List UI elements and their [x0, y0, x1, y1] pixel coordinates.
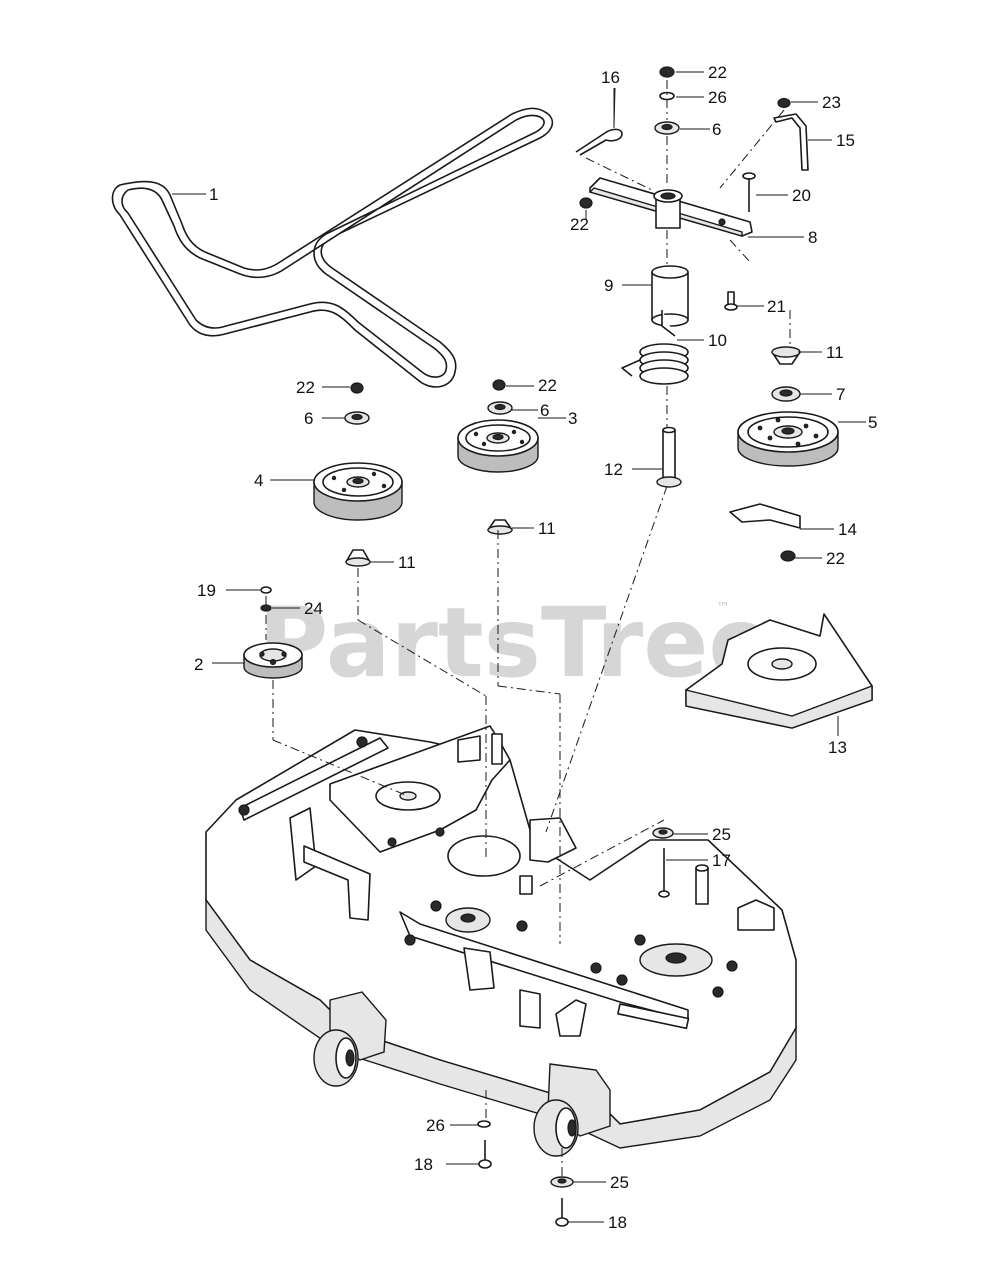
part-10-spring[interactable]: [621, 310, 689, 385]
assembly-center-lines: [265, 80, 791, 1176]
callout-18-right: 18: [608, 1213, 627, 1232]
part-4-idler-pulley[interactable]: [313, 462, 403, 521]
callout-6-left: 6: [304, 409, 313, 428]
callout-22-leftpulley: 22: [296, 378, 315, 397]
part-22-nut-center[interactable]: [492, 379, 506, 391]
leader-lines: [172, 71, 866, 1223]
part-11-spacer-right[interactable]: [771, 346, 801, 365]
callout-21: 21: [767, 297, 786, 316]
part-23-nut[interactable]: [777, 97, 791, 109]
part-6-washer-center[interactable]: [487, 401, 513, 415]
callout-9: 9: [604, 276, 613, 295]
callout-22-left: 22: [570, 215, 589, 234]
part-12-pivot-pin[interactable]: [656, 426, 682, 488]
part-6-washer-left[interactable]: [344, 411, 370, 425]
callout-23: 23: [822, 93, 841, 112]
part-22-nut-left[interactable]: [579, 197, 593, 209]
part-3-idler-pulley[interactable]: [457, 419, 539, 473]
part-6-washer-idler[interactable]: [654, 121, 680, 135]
callout-24: 24: [304, 599, 323, 618]
callout-11-right: 11: [826, 343, 844, 362]
part-18-bolt-right[interactable]: [555, 1198, 569, 1227]
watermark-brand: PartsTree: [258, 587, 773, 699]
part-7-bearing-washer[interactable]: [771, 386, 801, 402]
callout-8: 8: [808, 228, 817, 247]
callout-16: 16: [601, 68, 620, 87]
part-1-belt[interactable]: [111, 107, 554, 388]
part-15-rod[interactable]: [773, 113, 809, 171]
part-17-bolt[interactable]: [658, 848, 670, 898]
callout-20: 20: [792, 186, 811, 205]
callout-6-center: 6: [540, 401, 549, 420]
callout-17: 17: [712, 851, 731, 870]
part-9-bushing[interactable]: [651, 265, 689, 327]
callout-22-center: 22: [538, 376, 557, 395]
callout-4: 4: [254, 471, 263, 490]
callout-26-top: 26: [708, 88, 727, 107]
part-8-idler-arm[interactable]: [588, 177, 753, 237]
callout-14: 14: [838, 520, 857, 539]
callout-5: 5: [868, 413, 877, 432]
callout-12: 12: [604, 460, 623, 479]
part-11-spacer-center[interactable]: [487, 519, 513, 535]
part-18-bolt-left[interactable]: [478, 1140, 492, 1169]
callout-25-upper: 25: [712, 825, 731, 844]
callout-1: 1: [209, 185, 218, 204]
callout-13: 13: [828, 738, 847, 757]
deck-wheel-left[interactable]: [313, 991, 387, 1087]
callout-3: 3: [568, 409, 577, 428]
deck-left-rail[interactable]: [238, 736, 389, 821]
callout-26-lower: 26: [426, 1116, 445, 1135]
callout-22-top: 22: [708, 63, 727, 82]
callout-15: 15: [836, 131, 855, 150]
part-19-bolt[interactable]: [260, 586, 272, 594]
callout-25-lower: 25: [610, 1173, 629, 1192]
part-20-pin[interactable]: [742, 172, 756, 212]
part-22-nut-top[interactable]: [659, 66, 675, 78]
callout-19: 19: [197, 581, 216, 600]
part-14-bracket[interactable]: [729, 503, 801, 529]
part-11-spacer-left[interactable]: [345, 549, 371, 567]
part-5-idler-pulley[interactable]: [737, 411, 839, 467]
callout-22-bracket: 22: [826, 549, 845, 568]
callout-10: 10: [708, 331, 727, 350]
callout-11-left: 11: [398, 553, 416, 572]
callout-18-left: 18: [414, 1155, 433, 1174]
part-26-washer-lower[interactable]: [477, 1120, 491, 1128]
part-2-spindle-pulley[interactable]: [243, 642, 303, 679]
callout-7: 7: [836, 385, 845, 404]
part-22-nut-left-pulley[interactable]: [350, 382, 364, 394]
part-25-washer-upper[interactable]: [652, 827, 674, 839]
callout-labels: 1 2 3 4 5 6 6 6 7 8 9 10 11 11 11 12 13 …: [194, 63, 877, 1232]
part-21-bolt[interactable]: [724, 291, 738, 311]
watermark-trademark: ™: [716, 600, 730, 616]
callout-2: 2: [194, 655, 203, 674]
callout-11-center: 11: [538, 519, 556, 538]
part-13-belt-cover[interactable]: [685, 613, 873, 729]
part-25-washer-lower[interactable]: [550, 1176, 574, 1188]
deck-wheel-right[interactable]: [533, 1063, 611, 1157]
part-22-nut-bracket[interactable]: [780, 550, 796, 562]
callout-6-idler: 6: [712, 120, 721, 139]
mower-deck-housing[interactable]: [205, 725, 797, 1149]
